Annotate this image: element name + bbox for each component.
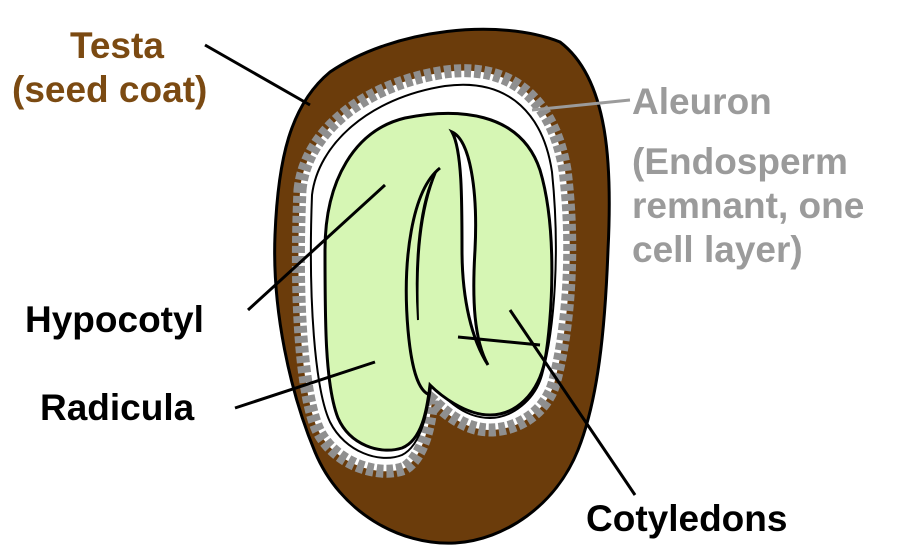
radicula-label: Radicula bbox=[40, 386, 194, 430]
testa-leader-line bbox=[205, 45, 310, 105]
aleuron-note: (Endosperm remnant, one cell layer) bbox=[632, 140, 864, 272]
cotyledons-label: Cotyledons bbox=[586, 497, 787, 541]
testa-label: Testa (seed coat) bbox=[12, 24, 207, 112]
aleuron-label: Aleuron bbox=[632, 80, 772, 124]
hypocotyl-label: Hypocotyl bbox=[25, 298, 204, 342]
